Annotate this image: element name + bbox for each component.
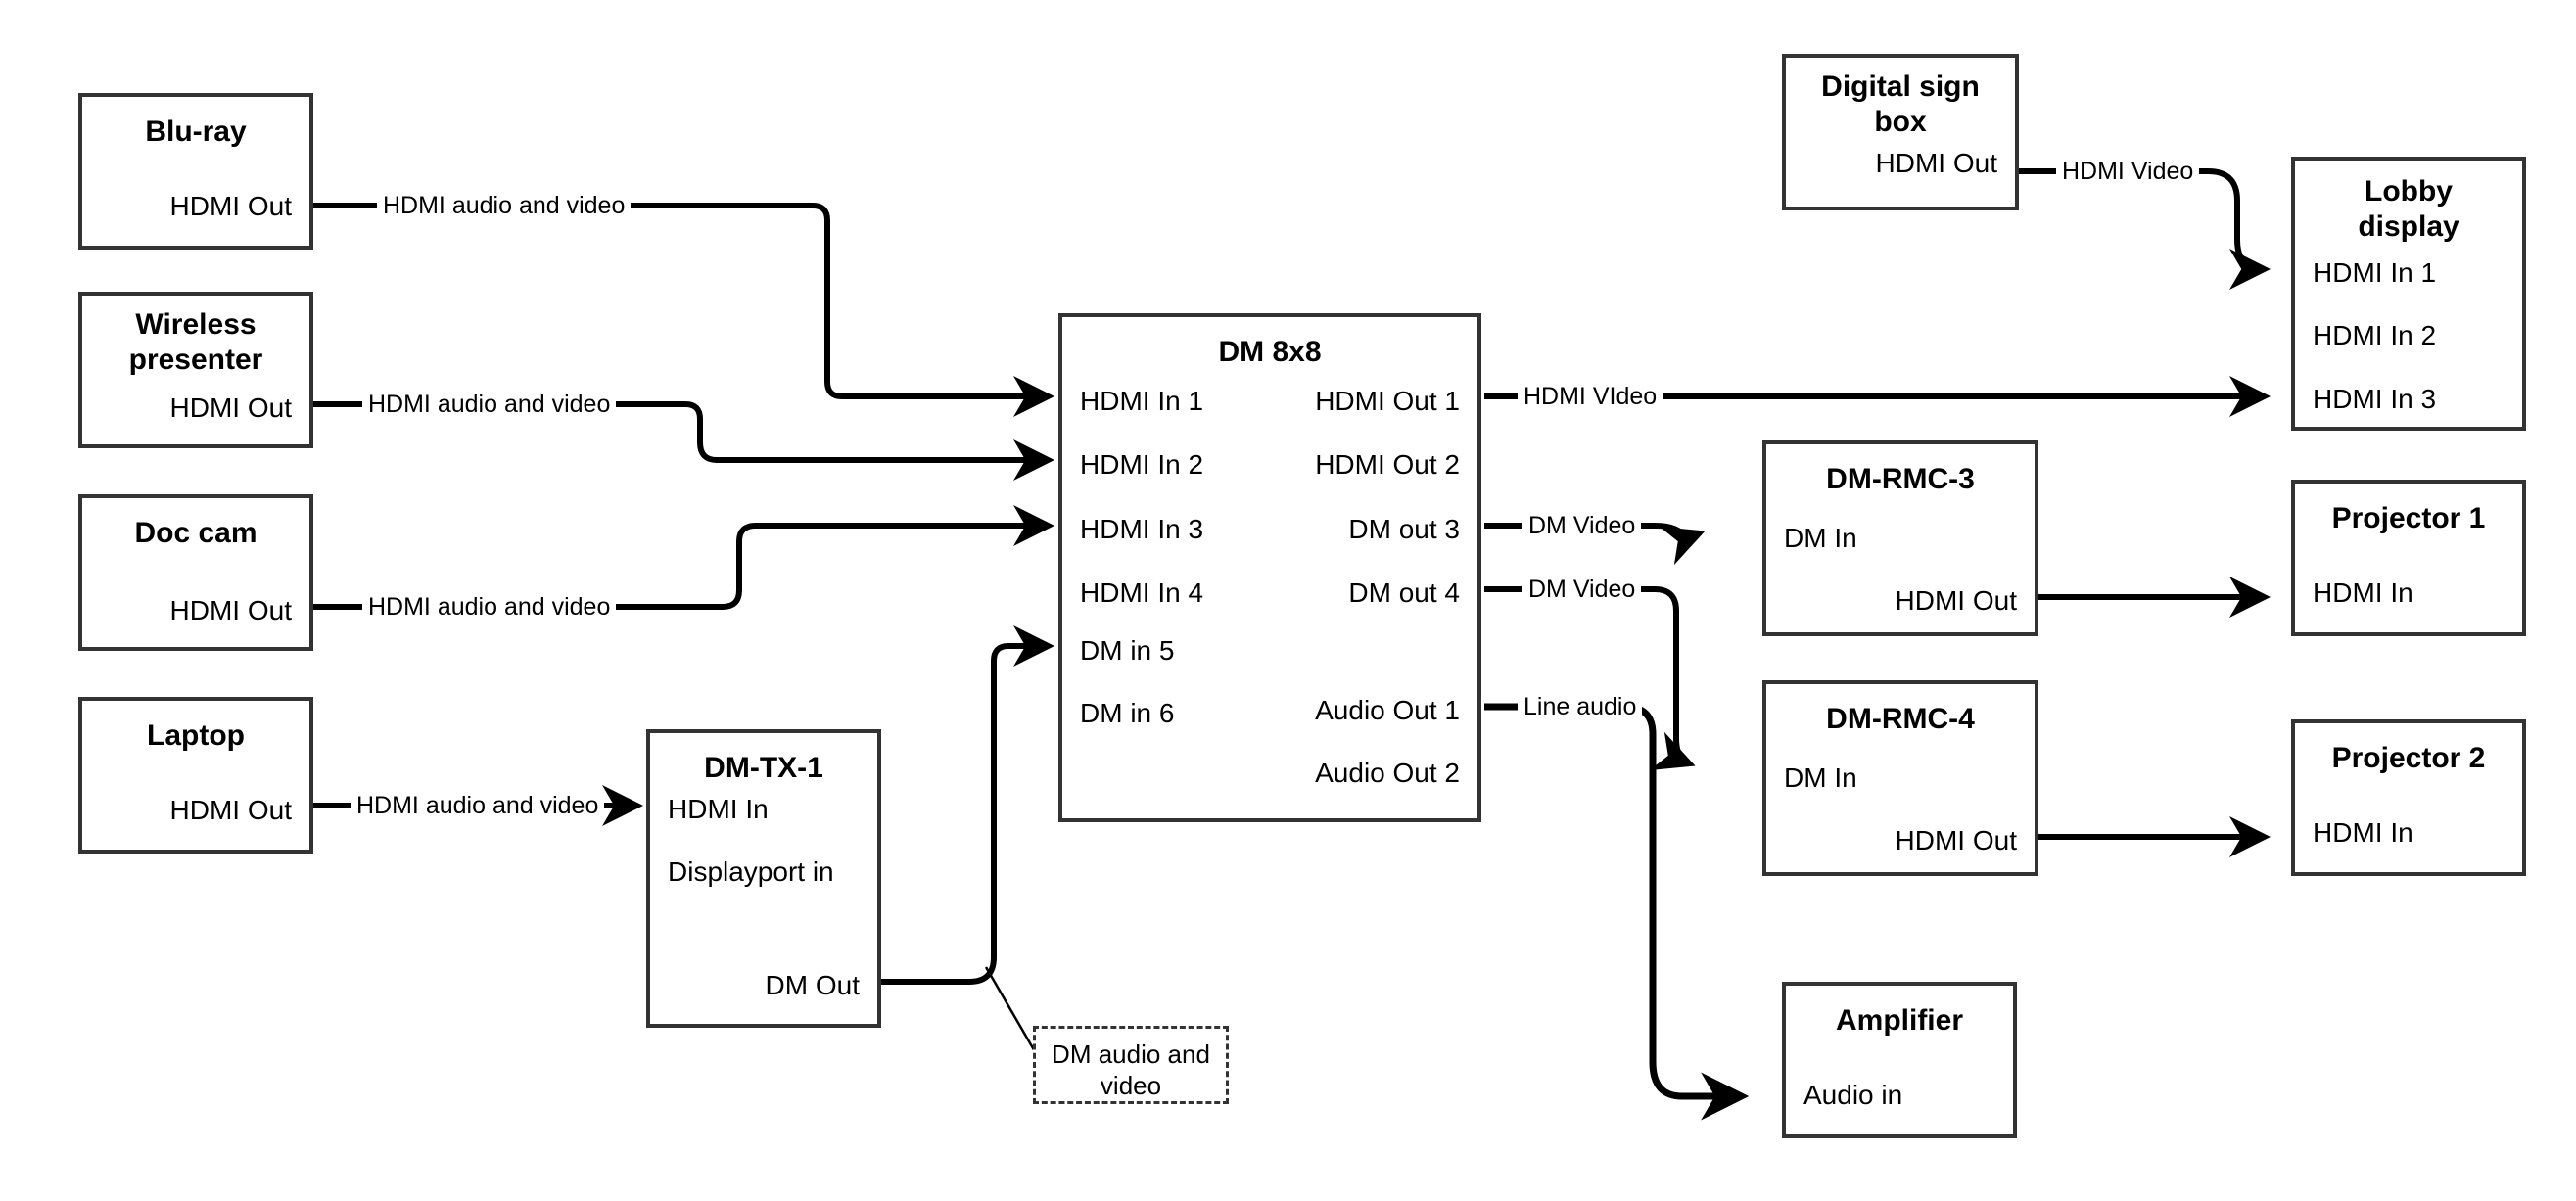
node-lobby-display[interactable]: Lobby display HDMI In 1 HDMI In 2 HDMI I… [2291,157,2526,431]
wire-doccam-to-dm8x8 [313,505,1054,610]
node-wireless-presenter[interactable]: Wireless presenter HDMI Out [78,292,313,448]
node-amplifier[interactable]: Amplifier Audio in [1782,982,2017,1138]
node-dm-8x8-port-audio-out-2[interactable]: Audio Out 2 [1315,758,1460,788]
node-doc-cam[interactable]: Doc cam HDMI Out [78,494,313,651]
node-wireless-presenter-title-line2: presenter [128,344,263,376]
node-dm-rmc-4-title: DM-RMC-4 [1826,703,1975,735]
node-dm-tx-1-port-displayport-in[interactable]: Displayport in [668,856,834,887]
node-bluray[interactable]: Blu-ray HDMI Out [78,93,313,250]
edge-label-doccam-to-dm8x8: HDMI audio and video [362,593,617,621]
node-dm-8x8-port-hdmi-out-1[interactable]: HDMI Out 1 [1315,386,1460,416]
node-projector-2-port-hdmi-in[interactable]: HDMI In [2313,817,2413,848]
node-laptop[interactable]: Laptop HDMI Out [78,697,313,854]
node-dm-tx-1-port-dm-out[interactable]: DM Out [765,970,860,1000]
node-dm-8x8-port-audio-out-1[interactable]: Audio Out 1 [1315,695,1460,725]
node-dm-tx-1-port-hdmi-in[interactable]: HDMI In [668,794,769,824]
node-projector-2-title: Projector 2 [2331,742,2486,774]
callout-dm-audio-and-video-line1: DM audio and [1052,1039,1210,1069]
node-lobby-display-port-hdmi-in-1[interactable]: HDMI In 1 [2313,257,2437,288]
node-laptop-title: Laptop [147,719,245,752]
node-dm-rmc-4-port-hdmi-out[interactable]: HDMI Out [1895,825,2017,855]
node-bluray-port-hdmi-out[interactable]: HDMI Out [169,191,292,221]
callout-dm-audio-and-video: DM audio and video [1033,1026,1229,1104]
node-doc-cam-port-hdmi-out[interactable]: HDMI Out [169,595,292,625]
node-dm-8x8-title: DM 8x8 [1218,336,1322,368]
node-laptop-port-hdmi-out[interactable]: HDMI Out [169,795,292,825]
wire-dm8x8-audioout1-to-amplifier [1484,703,1750,1121]
callout-dm-audio-and-video-line2: video [1100,1071,1162,1100]
node-lobby-display-title-line1: Lobby [2365,175,2453,208]
edge-label-bluray-to-dm8x8: HDMI audio and video [377,192,632,219]
node-dm-8x8[interactable]: DM 8x8 HDMI In 1 HDMI In 2 HDMI In 3 HDM… [1058,313,1481,822]
edge-label-wireless-to-dm8x8: HDMI audio and video [362,391,617,418]
edge-label-dm8x8-out3-to-rmc3: DM Video [1522,512,1642,539]
node-projector-1-title: Projector 1 [2331,502,2486,534]
wire-bluray-to-dm8x8 [313,203,1054,417]
node-digital-sign-box-title-line1: Digital sign [1821,70,1980,103]
edge-label-dm8x8-out1-to-lobby: HDMI VIdeo [1518,383,1663,410]
wire-dmtx1-to-dm8x8 [881,625,1054,985]
node-projector-1[interactable]: Projector 1 HDMI In [2291,480,2526,636]
wire-signbox-to-lobby [2019,168,2271,290]
wire-dm8x8-out4-to-rmc4 [1484,586,1696,771]
node-amplifier-port-audio-in[interactable]: Audio in [1803,1080,1903,1110]
node-bluray-title: Blu-ray [145,115,247,148]
node-dm-tx-1[interactable]: DM-TX-1 HDMI In Displayport in DM Out [646,729,881,1028]
node-wireless-presenter-port-hdmi-out[interactable]: HDMI Out [169,393,292,423]
edge-label-signbox-to-lobby: HDMI Video [2056,158,2200,185]
node-projector-2[interactable]: Projector 2 HDMI In [2291,719,2526,876]
edge-label-dm8x8-out4-to-rmc4: DM Video [1522,576,1642,603]
node-dm-8x8-port-hdmi-in-2[interactable]: HDMI In 2 [1080,449,1204,480]
wire-wireless-to-dm8x8 [313,401,1054,481]
node-dm-rmc-3-port-hdmi-out[interactable]: HDMI Out [1895,585,2017,616]
node-lobby-display-port-hdmi-in-3[interactable]: HDMI In 3 [2313,384,2437,414]
edge-label-laptop-to-dmtx1: HDMI audio and video [351,792,605,819]
node-dm-8x8-port-dm-in-5[interactable]: DM in 5 [1080,635,1175,666]
edge-label-dm8x8-audioout1-to-amplifier: Line audio [1518,693,1643,720]
node-dm-tx-1-title: DM-TX-1 [704,752,823,784]
node-lobby-display-title-line2: display [2358,210,2459,243]
node-digital-sign-box-port-hdmi-out[interactable]: HDMI Out [1875,148,1997,178]
node-dm-rmc-3[interactable]: DM-RMC-3 DM In HDMI Out [1762,440,2038,636]
leader-line-dm-audio-video [984,966,1042,1061]
node-dm-rmc-3-title: DM-RMC-3 [1826,463,1975,495]
node-amplifier-title: Amplifier [1835,1004,1964,1037]
node-dm-8x8-port-hdmi-out-2[interactable]: HDMI Out 2 [1315,449,1460,480]
node-digital-sign-box[interactable]: Digital sign box HDMI Out [1782,54,2019,210]
node-dm-8x8-port-hdmi-in-3[interactable]: HDMI In 3 [1080,514,1204,544]
node-dm-8x8-port-dm-in-6[interactable]: DM in 6 [1080,698,1175,728]
node-digital-sign-box-title-line2: box [1874,106,1927,138]
node-doc-cam-title: Doc cam [134,517,258,549]
node-wireless-presenter-title-line1: Wireless [135,308,257,341]
node-dm-rmc-4-port-dm-in[interactable]: DM In [1784,762,1857,793]
node-projector-1-port-hdmi-in[interactable]: HDMI In [2313,577,2413,608]
node-dm-8x8-port-hdmi-in-4[interactable]: HDMI In 4 [1080,577,1204,608]
node-lobby-display-port-hdmi-in-2[interactable]: HDMI In 2 [2313,320,2437,350]
node-dm-rmc-3-port-dm-in[interactable]: DM In [1784,523,1857,553]
node-dm-8x8-port-dm-out-3[interactable]: DM out 3 [1348,514,1460,544]
node-dm-8x8-port-hdmi-in-1[interactable]: HDMI In 1 [1080,386,1204,416]
wire-dm8x8-out3-to-rmc3 [1484,523,1706,566]
node-dm-rmc-4[interactable]: DM-RMC-4 DM In HDMI Out [1762,680,2038,876]
node-dm-8x8-port-dm-out-4[interactable]: DM out 4 [1348,577,1460,608]
